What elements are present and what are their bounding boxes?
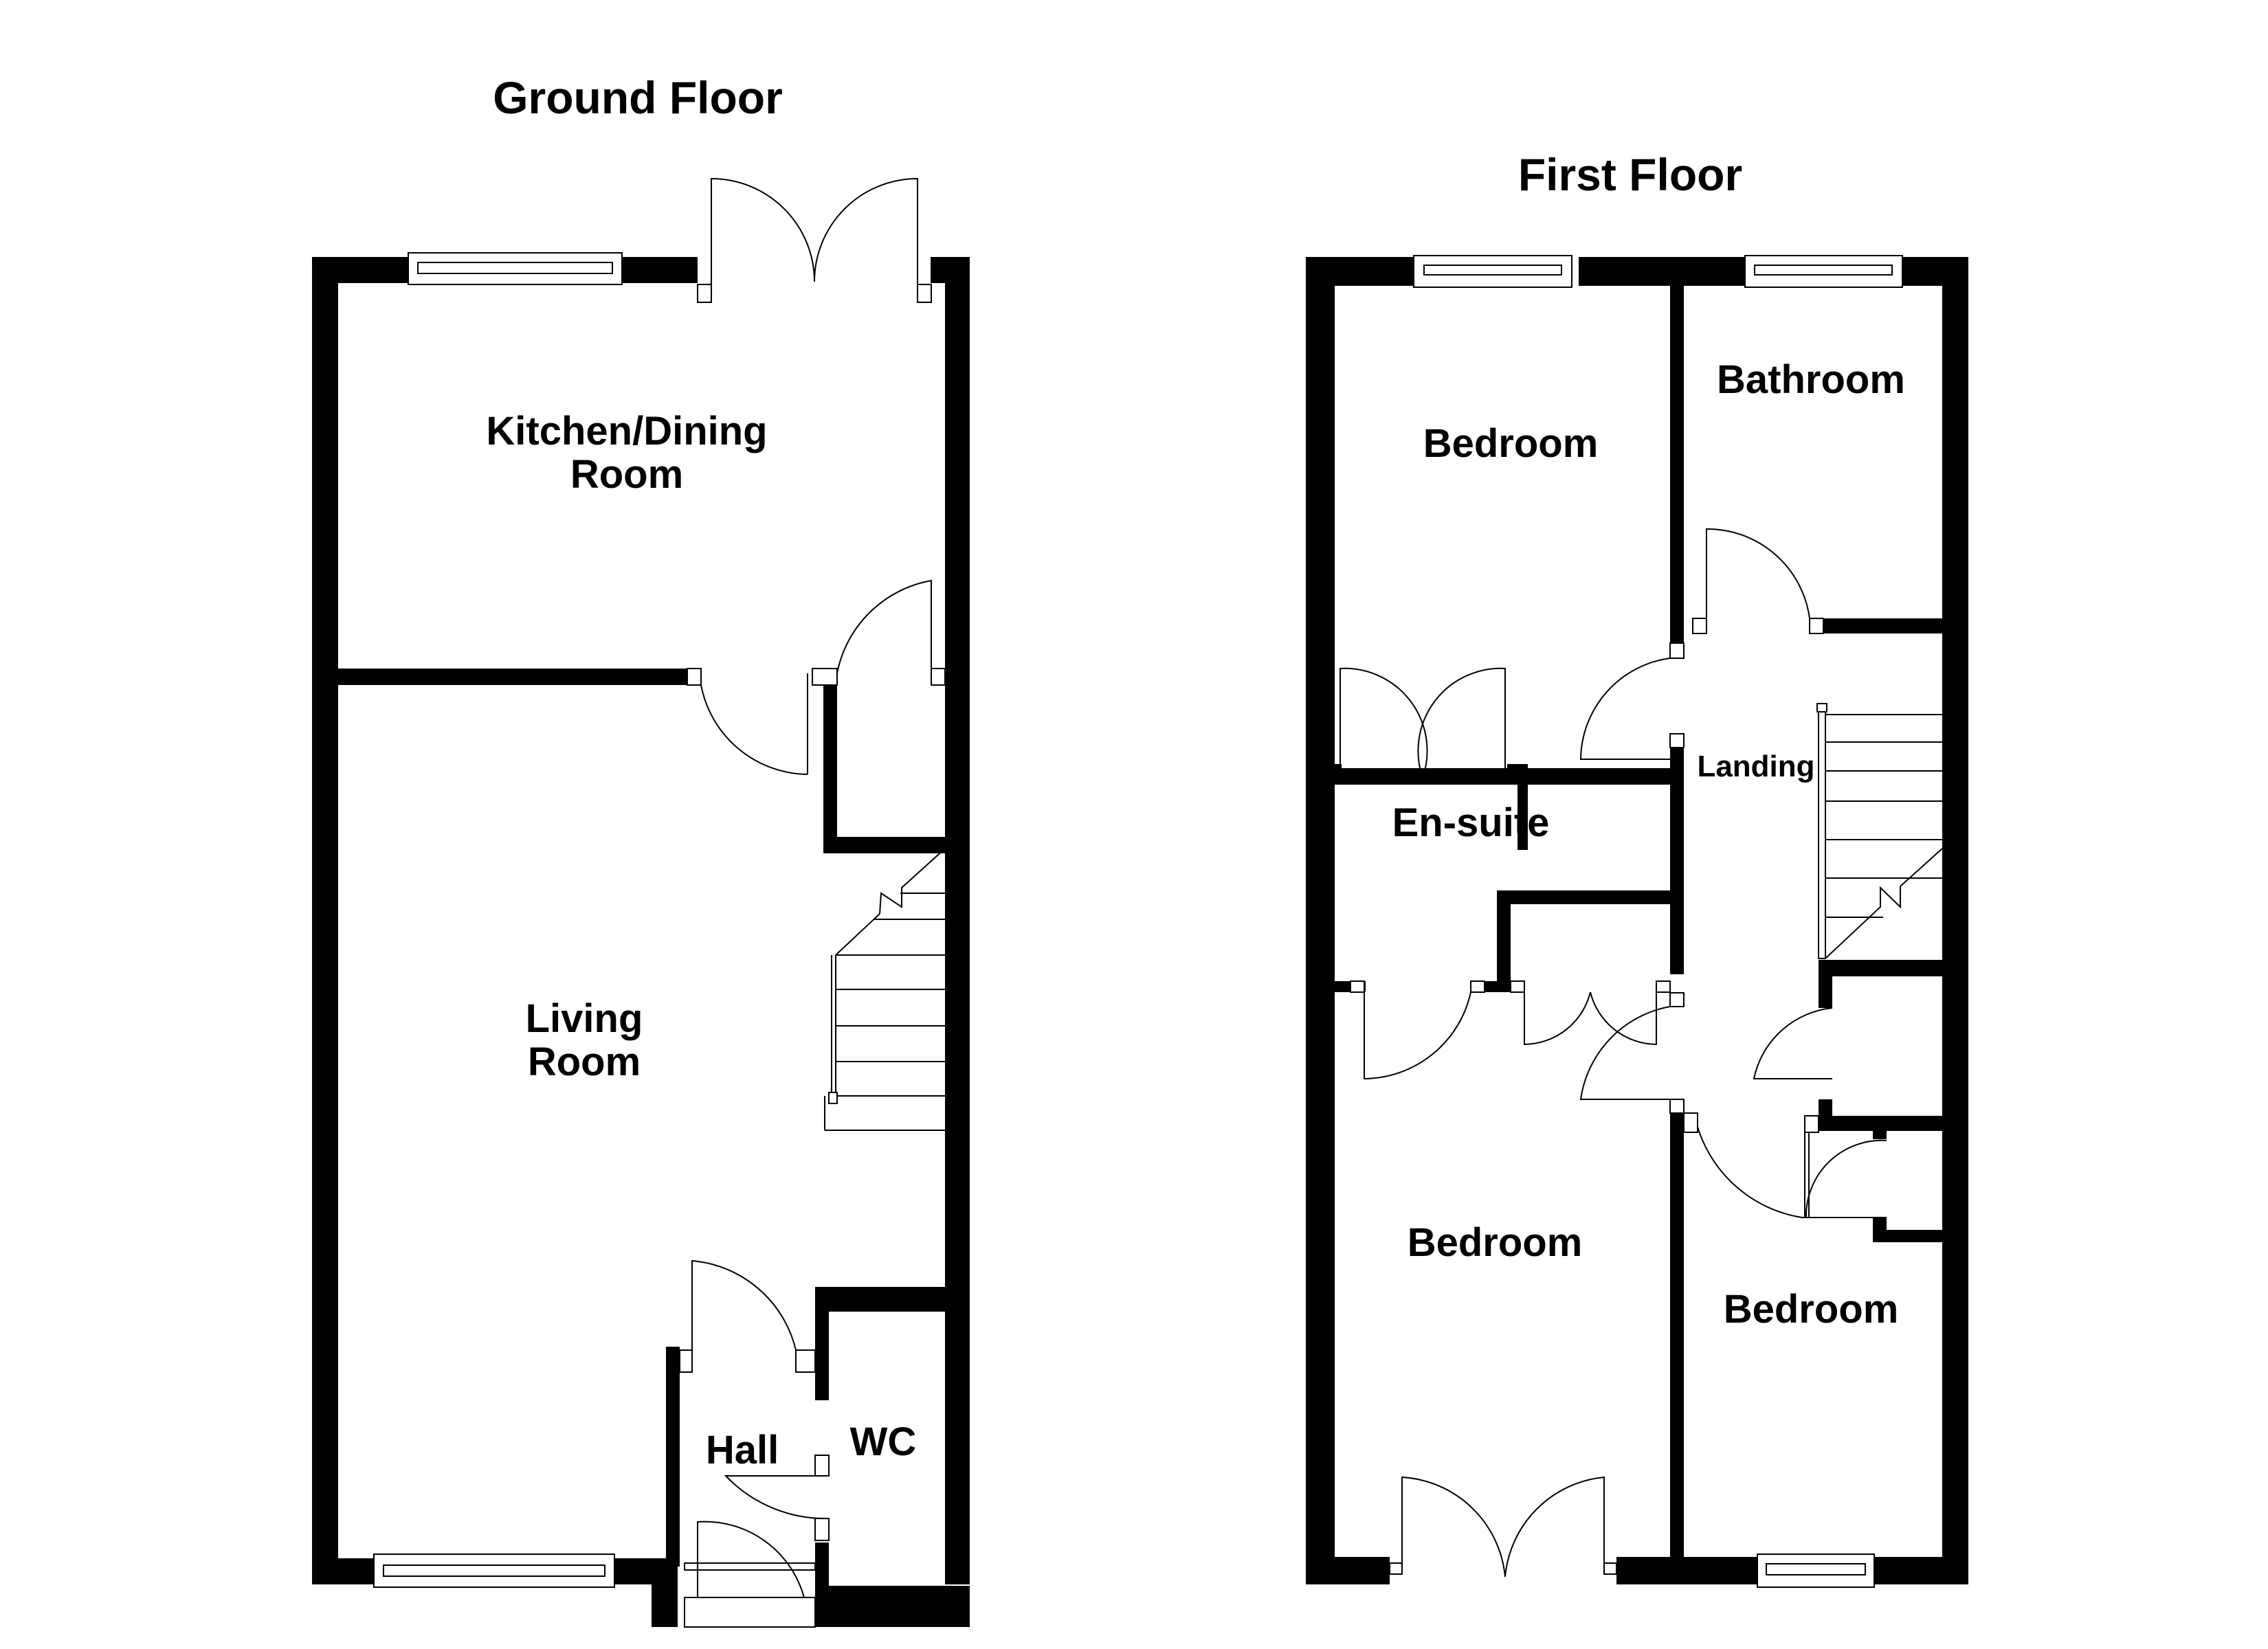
ff-top-wall-mid (1579, 257, 1745, 286)
airing-cupboard-door (1753, 1007, 1833, 1079)
ensuite-cupboard-doors (1510, 980, 1671, 1046)
ground-floor-plan: Ground Floor (312, 72, 970, 1628)
ff-right-wall (1942, 257, 1968, 1584)
ff-ensuite-top-wall (1335, 768, 1670, 785)
kitchen-dining-label-line1: Kitchen/Dining (486, 409, 767, 453)
gf-cupboard-bottom-wall (823, 837, 947, 853)
gf-porch-wall-left (652, 1558, 678, 1627)
ff-ensuite-cupboard-top-wall (1497, 890, 1670, 904)
ff-bottom-wall-mid (1616, 1557, 1757, 1584)
gf-bottom-wall-right (815, 1586, 970, 1627)
ff-ensuite-right-wall (1670, 748, 1684, 974)
ensuite-label: En-suite (1392, 800, 1550, 845)
ff-ensuite-bottom-wall-mid (1478, 981, 1511, 992)
ff-wardrobe2-bottom-wall (1873, 1230, 1942, 1242)
bedroom-small-window (1757, 1553, 1875, 1588)
kitchen-window (408, 252, 623, 285)
gf-left-wall (312, 257, 338, 1584)
kitchen-french-doors (697, 177, 932, 303)
living-room-window (373, 1553, 615, 1588)
gf-right-wall (945, 257, 970, 1584)
living-room-label-line2: Room (528, 1040, 641, 1084)
ensuite-door (1350, 980, 1485, 1080)
ff-bedrooms-divider-wall (1670, 1113, 1684, 1584)
gf-wc-top-wall (815, 1287, 949, 1312)
gf-kitchen-living-wall (338, 669, 689, 685)
ff-bottom-wall-right (1871, 1557, 1968, 1584)
gf-top-wall-left (312, 257, 408, 283)
kitchen-dining-label-line2: Room (570, 452, 683, 497)
living-room-door (687, 668, 808, 775)
bedroom-top-label: Bedroom (1423, 421, 1599, 466)
gf-top-wall-mid (622, 257, 698, 283)
gf-cupboard-wall (823, 685, 837, 853)
ff-wardrobe-divider (1517, 764, 1528, 850)
gf-bottom-wall-left (312, 1558, 374, 1584)
wc-label: WC (850, 1420, 917, 1464)
wardrobe-doors (1339, 667, 1506, 778)
ground-floor-title: Ground Floor (493, 72, 783, 123)
ff-ensuite-cupboard-left-wall (1497, 890, 1511, 992)
hall-label: Hall (706, 1428, 779, 1472)
gf-wc-left-wall-upper (815, 1287, 829, 1400)
first-floor-stairs (1816, 703, 1943, 959)
bedroom-french-doors (1389, 1476, 1617, 1578)
ff-bathroom-bottom-wall (1823, 618, 1942, 633)
bathroom-label: Bathroom (1717, 357, 1905, 402)
living-room-label-line1: Living (526, 996, 643, 1041)
ff-top-wall-left (1306, 257, 1423, 286)
gf-wc-left-wall-lower (815, 1543, 829, 1597)
cupboard-door (812, 579, 946, 686)
bathroom-door (1692, 528, 1824, 634)
bedroom-main-label: Bedroom (1408, 1220, 1583, 1265)
ff-left-wall (1306, 257, 1335, 1584)
ff-bottom-wall-left (1306, 1557, 1390, 1584)
ground-floor-stairs (824, 848, 946, 1131)
ff-wardrobe2-post-top (1873, 1127, 1887, 1139)
gf-hall-left-wall (666, 1347, 680, 1567)
first-floor-title: First Floor (1518, 149, 1742, 200)
bedroom-small-wardrobe-door (1804, 1115, 1887, 1218)
bedroom-top-door (1579, 642, 1685, 760)
front-door (684, 1521, 816, 1628)
hall-to-living-door (679, 1259, 816, 1373)
bedroom-top-window (1413, 255, 1572, 288)
wc-door (724, 1455, 830, 1541)
bedroom-main-door (1579, 992, 1685, 1114)
ff-airing-cupboard-bottom-wall (1819, 1116, 1942, 1131)
bedroom-small-label: Bedroom (1724, 1287, 1899, 1332)
ff-bedroom-bathroom-wall (1670, 286, 1684, 643)
landing-label: Landing (1697, 750, 1814, 783)
bathroom-window (1744, 255, 1903, 288)
ff-airing-cupboard-top-wall (1819, 960, 1942, 976)
ff-airing-cupboard-left-wall-upper (1819, 960, 1832, 1008)
first-floor-plan: First Floor (1306, 149, 1968, 1588)
bedroom-small-door (1683, 1112, 1887, 1218)
